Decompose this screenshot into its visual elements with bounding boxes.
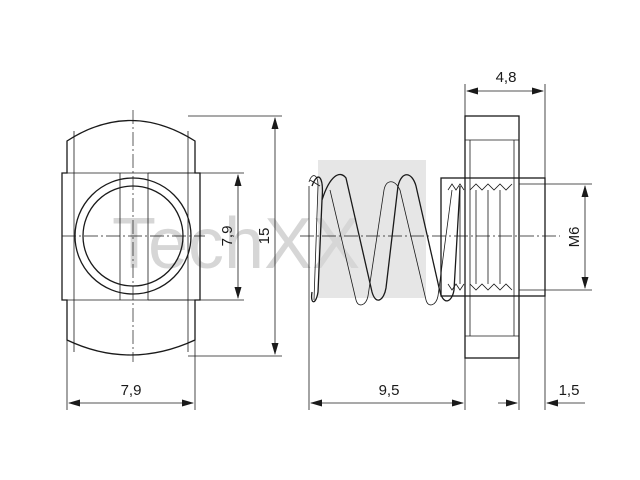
dim-slot-arrow-top <box>234 174 242 186</box>
dim-width-arrow-left <box>68 399 80 407</box>
dim-total-arrow-bottom <box>271 343 279 355</box>
nut-side-view <box>300 115 560 359</box>
dim-protrusion-arrow-left <box>506 399 518 407</box>
dim-spring-arrow-left <box>310 399 322 407</box>
dim-spring-arrow-right <box>452 399 464 407</box>
dim-protrusion-arrow-right <box>546 399 558 407</box>
dim-slot-height-label: 7,9 <box>219 226 236 247</box>
dim-total-arrow-top <box>271 117 279 129</box>
dim-nut-arrow-right <box>532 87 544 95</box>
slot-nut-front-view <box>61 110 205 362</box>
front-dimensions: 7,9 15 7,9 <box>66 115 282 410</box>
watermark: TechXX <box>112 160 426 298</box>
nut-body <box>464 115 520 359</box>
spring-end-top <box>309 179 321 187</box>
dim-slot-arrow-bottom <box>234 287 242 299</box>
stud-thread-pattern <box>447 183 513 291</box>
side-dimensions: 4,8 M6 9,5 1,5 <box>308 69 592 410</box>
dim-spring-length-label: 9,5 <box>379 382 400 399</box>
dim-front-width-label: 7,9 <box>121 382 142 399</box>
dim-nut-arrow-left <box>466 87 478 95</box>
dim-thread-arrow-bottom <box>581 277 589 289</box>
watermark-block <box>318 160 426 298</box>
dim-thread-label: M6 <box>566 227 583 248</box>
dim-nut-thickness-label: 4,8 <box>496 69 517 86</box>
spring-side-view <box>308 173 461 306</box>
dim-thread-arrow-top <box>581 185 589 197</box>
dim-width-arrow-right <box>182 399 194 407</box>
watermark-text: TechXX <box>112 204 360 284</box>
threaded-stud <box>440 177 546 297</box>
dim-protrusion-label: 1,5 <box>559 382 580 399</box>
dim-total-height-label: 15 <box>256 228 273 245</box>
spring-coil-inner <box>308 175 453 306</box>
slot-nut-outline <box>61 119 201 356</box>
